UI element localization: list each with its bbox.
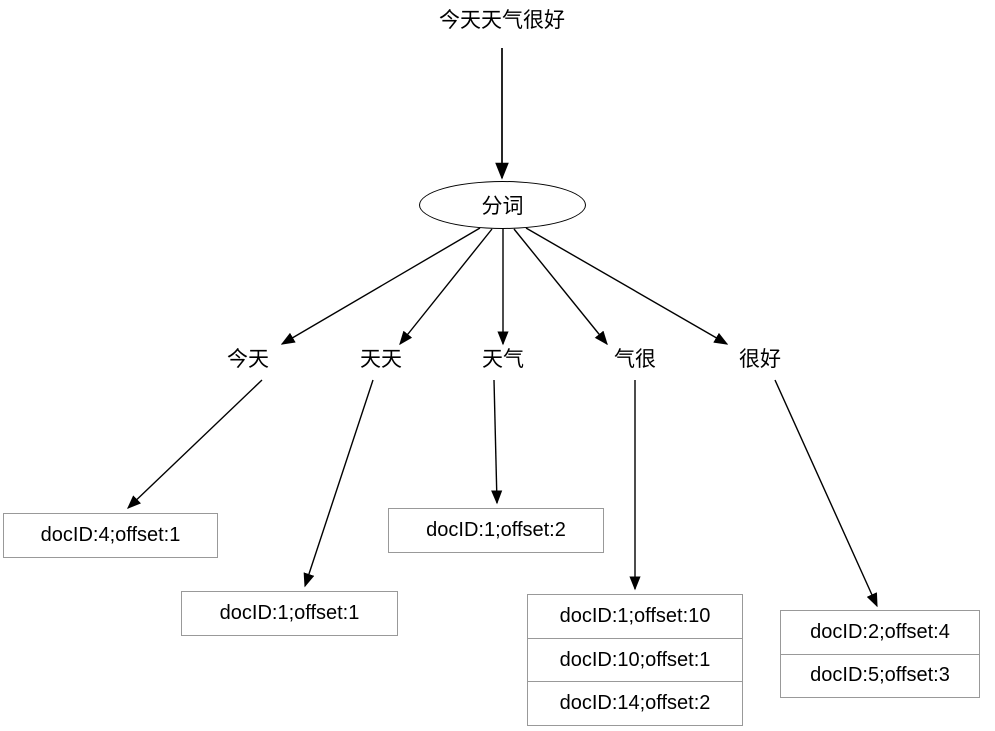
posting-entry: docID:2;offset:4 (810, 620, 950, 643)
term-label-2: 天天 (360, 348, 402, 371)
edge-term-5-to-posting-5 (774, 379, 878, 608)
term-label-1: 今天 (227, 348, 269, 371)
posting-list-box-4: docID:1;offset:10 docID:10;offset:1 docI… (527, 594, 743, 726)
analyzer-node-label: 分词 (481, 195, 524, 218)
term-label-5: 很好 (739, 348, 781, 371)
posting-list-box-5: docID:2;offset:4 docID:5;offset:3 (780, 610, 980, 698)
analyzer-node: 分词 (419, 181, 586, 229)
edge-term-2-to-posting-2 (303, 379, 374, 588)
edge-analyzer-to-term-4 (513, 228, 608, 346)
posting-list-box-3: docID:1;offset:2 (388, 508, 604, 553)
edge-analyzer-to-term-2 (399, 228, 493, 346)
posting-entry: docID:1;offset:1 (219, 602, 360, 624)
edge-analyzer-to-term-1 (280, 227, 481, 345)
posting-list-box-2: docID:1;offset:1 (181, 591, 398, 636)
edge-term-1-to-posting-1 (126, 379, 263, 509)
query-title: 今天天气很好 (439, 9, 565, 32)
posting-entry: docID:10;offset:1 (528, 637, 742, 682)
posting-list-box-1: docID:4;offset:1 (3, 513, 218, 558)
posting-entry: docID:1;offset:10 (559, 604, 711, 627)
posting-entry: docID:14;offset:2 (528, 681, 742, 725)
edge-analyzer-to-term-5 (525, 227, 729, 345)
posting-entry: docID:1;offset:2 (426, 519, 566, 541)
posting-entry: docID:4;offset:1 (40, 524, 181, 546)
posting-entry: docID:5;offset:3 (781, 653, 979, 698)
edge-term-3-to-posting-3 (491, 379, 503, 505)
term-label-3: 天气 (482, 348, 524, 371)
term-label-4: 气很 (614, 348, 656, 371)
